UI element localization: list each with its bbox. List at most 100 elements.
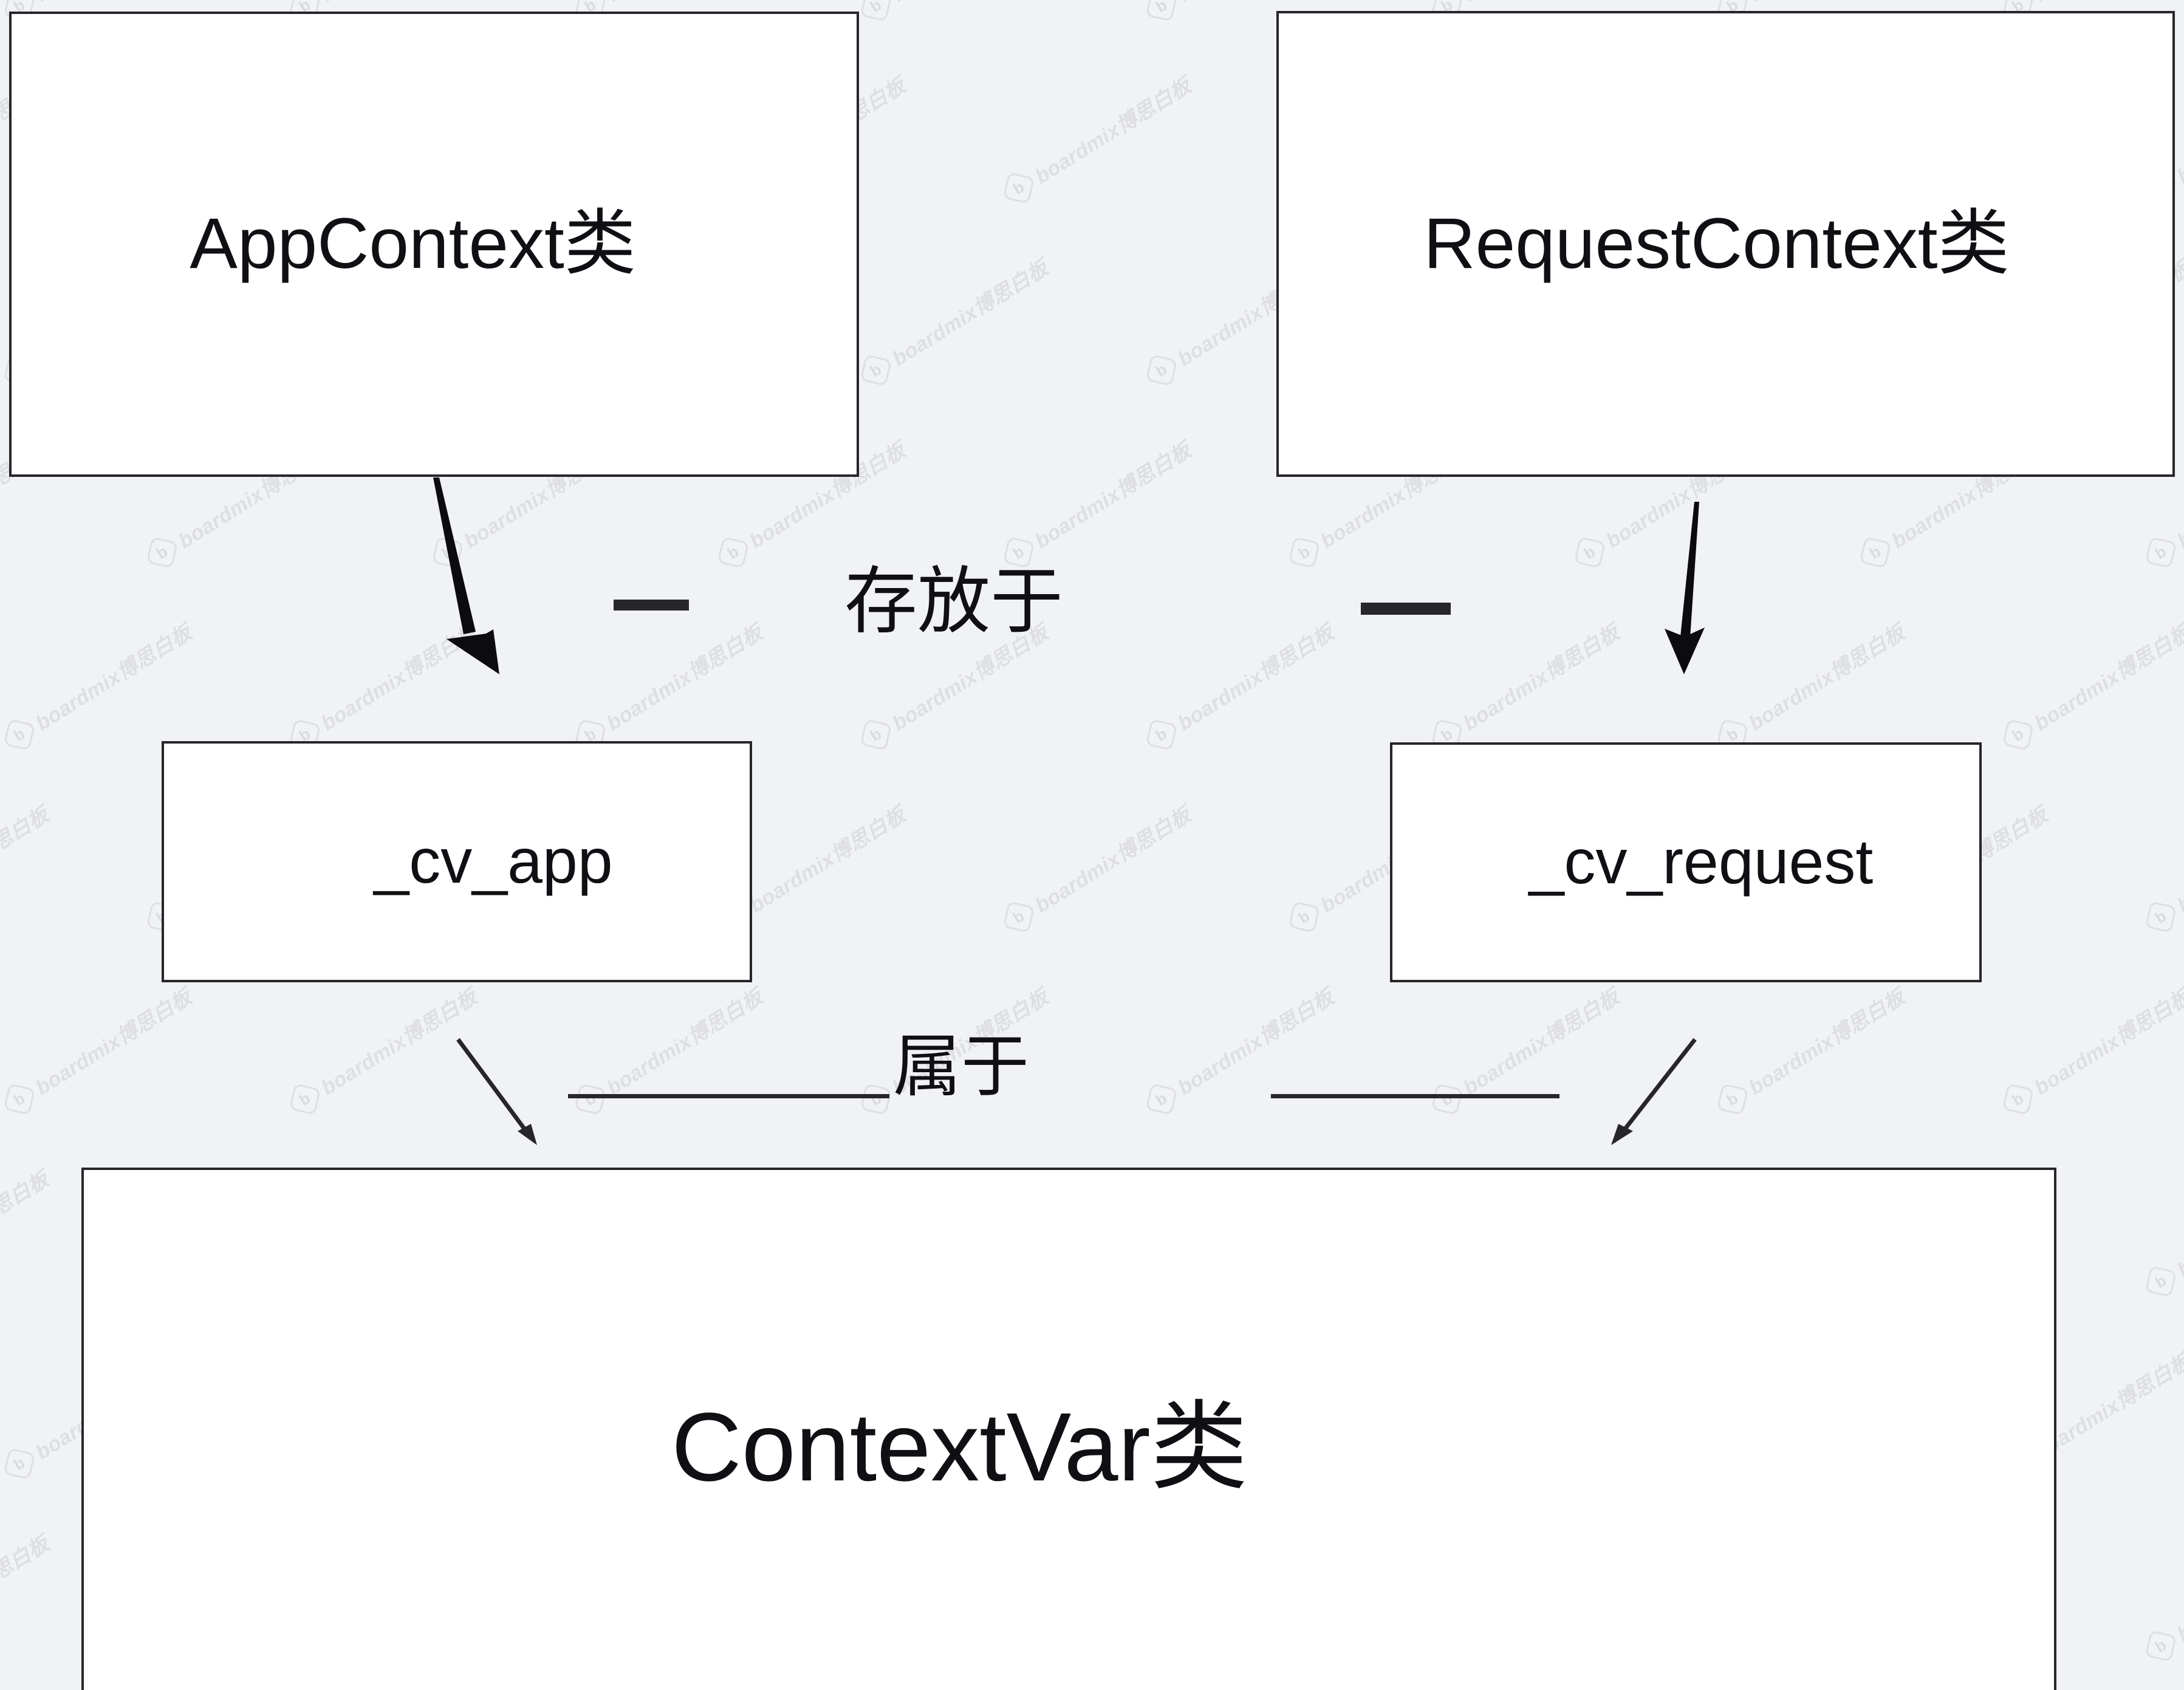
watermark-logo-icon [860,354,892,386]
node-request-context-label: RequestContext类 [1423,203,2010,284]
watermark-text: boardmix博思白板 [999,798,1196,937]
watermark-label: boardmix博思白板 [32,985,196,1100]
watermark-label: boardmix博思白板 [317,985,482,1100]
watermark-logo-icon [1288,536,1321,569]
watermark-logo-icon [1716,1083,1749,1115]
relation-label-belong: 属于 [893,1028,1029,1104]
watermark-logo-icon [574,1083,607,1115]
node-context-var[interactable]: ContextVar类 [81,1168,2056,1690]
watermark-label: boardmix博思白板 [317,620,482,736]
watermark-text: boardmix博思白板 [857,0,1053,26]
watermark-label: boardmix博思白板 [29,0,196,7]
watermark-logo-icon [431,536,464,569]
belong-line-left [568,1094,889,1098]
watermark-label: boardmix博思白板 [0,1167,53,1282]
watermark-logo-icon [860,0,892,22]
node-app-context-label: AppContext类 [190,204,636,284]
watermark-label: boardmix博思白板 [1742,0,1909,7]
watermark-label: boardmix博思白板 [314,0,482,7]
watermark-label: boardmix博思白板 [0,1531,53,1647]
watermark-text: boardmix博思白板 [0,1163,54,1301]
watermark-text: boardmix博思白板 [0,1527,54,1666]
watermark-text: boardmix博思白板 [2141,1527,2184,1666]
watermark-label: boardmix博思白板 [600,0,767,7]
relation-label-store: 存放于 [844,561,1063,642]
watermark-logo-icon [860,1083,892,1115]
watermark-text: boardmix博思白板 [1428,616,1624,754]
watermark-logo-icon [289,1083,321,1115]
watermark-label: boardmix博思白板 [603,985,767,1100]
watermark-label: boardmix博思白板 [1031,74,1196,189]
watermark-logo-icon [1145,354,1178,386]
watermark-logo-icon [2145,900,2177,933]
watermark-label: boardmix博思白板 [1745,620,1909,736]
watermark-logo-icon [1145,718,1178,751]
watermark-label: boardmix博思白板 [1031,438,1196,553]
node-cv-app[interactable]: _cv_app [162,741,752,982]
watermark-logo-icon [1002,900,1035,933]
watermark-text: boardmix博思白板 [1142,616,1339,754]
watermark-label: boardmix博思白板 [2173,1167,2184,1282]
watermark-logo-icon [1145,0,1178,22]
store-dash-left [614,600,689,611]
watermark-label: boardmix博思白板 [1459,620,1624,736]
watermark-logo-icon [1288,900,1321,933]
watermark-text: boardmix博思白板 [571,980,768,1119]
watermark-label: boardmix博思白板 [2027,0,2184,7]
arrow-cvrequest-to-contextvar [1611,1038,1697,1145]
node-request-context[interactable]: RequestContext类 [1276,11,2175,477]
belong-line-right [1271,1094,1559,1098]
store-dash-right [1361,603,1451,615]
watermark-logo-icon [3,1083,36,1115]
watermark-label: boardmix博思白板 [0,802,53,918]
watermark-logo-icon [3,718,36,751]
watermark-logo-icon [2145,1629,2177,1662]
watermark-text: boardmix博思白板 [286,980,482,1119]
watermark-text: boardmix博思白板 [999,434,1196,572]
watermark-label: boardmix博思白板 [32,620,196,736]
arrow-appcontext-to-cvapp [433,477,499,674]
watermark-logo-icon [2145,536,2177,569]
watermark-label: boardmix博思白板 [1174,985,1338,1100]
node-context-var-label: ContextVar类 [671,1392,1248,1501]
watermark-label: boardmix博思白板 [1459,985,1624,1100]
node-cv-request-label: _cv_request [1528,827,1874,898]
watermark-text: boardmix博思白板 [1999,616,2184,754]
watermark-text: boardmix博思白板 [1713,616,1910,754]
watermark-label: boardmix博思白板 [1031,802,1196,918]
watermark-text: boardmix博思白板 [571,616,768,754]
watermark-logo-icon [2145,1265,2177,1298]
watermark-logo-icon [1145,1083,1178,1115]
watermark-label: boardmix博思白板 [885,0,1053,7]
watermark-label: boardmix博思白板 [1171,0,1338,7]
watermark-text: boardmix博思白板 [2141,798,2184,937]
watermark-text: boardmix博思白板 [0,980,197,1119]
watermark-logo-icon [860,718,892,751]
watermark-logo-icon [1573,536,1606,569]
watermark-text: boardmix博思白板 [0,798,54,937]
watermark-text: boardmix博思白板 [2141,1163,2184,1301]
watermark-label: boardmix博思白板 [1456,0,1624,7]
node-app-context[interactable]: AppContext类 [9,12,859,477]
watermark-label: boardmix博思白板 [745,802,910,918]
node-cv-request[interactable]: _cv_request [1390,742,1982,982]
watermark-logo-icon [2002,1083,2035,1115]
watermark-logo-icon [146,536,179,569]
watermark-text: boardmix博思白板 [1999,980,2184,1119]
watermark-logo-icon [717,536,750,569]
arrow-cvapp-to-contextvar [456,1038,537,1145]
watermark-label: boardmix博思白板 [603,620,767,736]
watermark-text: boardmix博思白板 [857,251,1053,390]
watermark-label: boardmix博思白板 [2173,1531,2184,1647]
watermark-text: boardmix博思白板 [1428,980,1624,1119]
watermark-logo-icon [1431,1083,1463,1115]
watermark-label: boardmix博思白板 [2173,802,2184,918]
watermark-text: boardmix博思白板 [1713,980,1910,1119]
watermark-label: boardmix博思白板 [1745,985,1909,1100]
watermark-logo-icon [1859,536,1892,569]
node-cv-app-label: _cv_app [374,826,613,897]
watermark-text: boardmix博思白板 [999,69,1196,208]
watermark-text: boardmix博思白板 [0,616,197,754]
watermark-label: boardmix博思白板 [1174,620,1338,736]
